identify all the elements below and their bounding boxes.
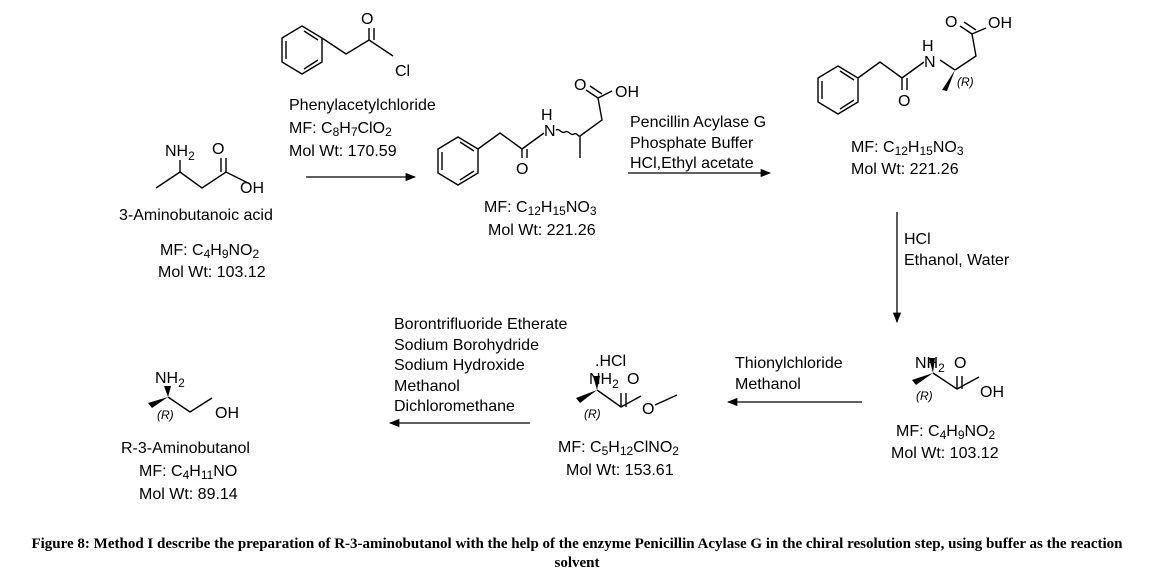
molecule-name: 3-Aminobutanoic acid: [119, 207, 273, 224]
wedge-bond: [912, 373, 933, 385]
aminobutanoic-acid-structure: [155, 158, 251, 189]
stereo-label-r: (R): [916, 389, 933, 403]
molecular-formula: MF: C4H9NO2: [160, 242, 260, 261]
condition-line: Dichloromethane: [394, 398, 515, 415]
stereo-label-r: (R): [584, 407, 601, 421]
atom-label-oh: OH: [988, 15, 1012, 32]
methyl-ester-hcl-structure: [596, 389, 678, 408]
condition-line: Ethanol, Water: [904, 251, 1010, 269]
atom-label-o: O: [898, 93, 910, 110]
wedge-bond: [164, 386, 171, 397]
molecular-weight: Mol Wt: 170.59: [289, 143, 397, 160]
salt-label-hcl: .HCl: [595, 353, 626, 370]
r-aminobutanoic-acid-structure: [932, 372, 980, 390]
atom-label-o: O: [361, 11, 373, 28]
molecular-weight: Mol Wt: 221.26: [851, 161, 959, 178]
atom-label-n: N: [544, 123, 556, 140]
condition-line: HCl,Ethyl acetate: [630, 155, 754, 172]
atom-label-o: O: [574, 77, 586, 94]
phenylacetylchloride-structure: [281, 25, 394, 75]
r-aminobutanol-structure: [167, 396, 213, 413]
wedge-bond: [576, 390, 597, 403]
condition-line: HCl: [904, 231, 931, 248]
condition-line: Thionylchloride: [735, 355, 843, 372]
molecule-name: Phenylacetylchloride: [289, 97, 436, 114]
condition-line: Methanol: [735, 375, 801, 393]
wedge-bond: [593, 376, 600, 390]
atom-label-nh2: NH2: [589, 371, 619, 391]
atom-label-h: H: [922, 38, 934, 55]
molecular-formula: MF: C12H15NO3: [484, 199, 597, 218]
condition-line: Methanol: [394, 377, 460, 395]
atom-label-o: O: [945, 14, 957, 31]
molecular-weight: Mol Wt: 153.61: [566, 462, 674, 479]
molecule-name: R-3-Aminobutanol: [121, 440, 250, 457]
atom-label-oh: OH: [215, 405, 239, 422]
molecular-weight: Mol Wt: 103.12: [891, 445, 999, 462]
atom-label-h: H: [541, 107, 553, 124]
figure-caption: Figure 8: Method I describe the preparat…: [31, 536, 1123, 571]
molecular-weight: Mol Wt: 221.26: [488, 222, 596, 239]
reaction-scheme: NH2 O OH O Cl O H N O OH: [148, 11, 1012, 428]
atom-label-oh: OH: [980, 384, 1004, 401]
stereo-label-r: (R): [957, 75, 974, 89]
atom-label-nh2: NH2: [155, 370, 185, 390]
atom-label-o: O: [642, 401, 654, 418]
wedge-bond: [942, 70, 955, 91]
atom-label-o: O: [516, 161, 528, 178]
condition-line: Borontrifluoride Etherate: [394, 316, 568, 333]
molecular-weight: Mol Wt: 103.12: [158, 264, 266, 281]
atom-label-cl: Cl: [395, 63, 410, 80]
molecular-formula: MF: C8H7ClO2: [289, 120, 392, 139]
molecular-formula: MF: C12H15NO3: [851, 139, 964, 158]
condition-line: Sodium Borohydride: [394, 336, 539, 354]
atom-label-oh: OH: [615, 84, 639, 101]
molecular-formula: MF: C4H9NO2: [896, 423, 996, 442]
atom-label-o: O: [212, 141, 224, 158]
atom-label-nh2: NH2: [915, 355, 945, 375]
atom-label-oh: OH: [240, 180, 264, 197]
molecular-formula: MF: C4H11NO: [139, 463, 238, 482]
atom-label-o: O: [954, 355, 966, 372]
condition-line: Sodium Hydroxide: [394, 357, 525, 374]
wedge-bond: [929, 358, 935, 373]
atom-label-o: O: [627, 371, 639, 388]
atom-label-nh2: NH2: [165, 143, 195, 163]
r-amide-structure: [817, 21, 987, 115]
condition-line: Phosphate Buffer: [630, 134, 754, 152]
atom-label-n: N: [924, 54, 936, 71]
molecular-weight: Mol Wt: 89.14: [139, 486, 238, 503]
wedge-bond: [148, 397, 168, 408]
stereo-label-r: (R): [157, 408, 174, 422]
racemic-amide-structure: [437, 85, 613, 186]
condition-line: Pencillin Acylase G: [630, 114, 767, 131]
molecular-formula: MF: C5H12ClNO2: [558, 439, 679, 458]
